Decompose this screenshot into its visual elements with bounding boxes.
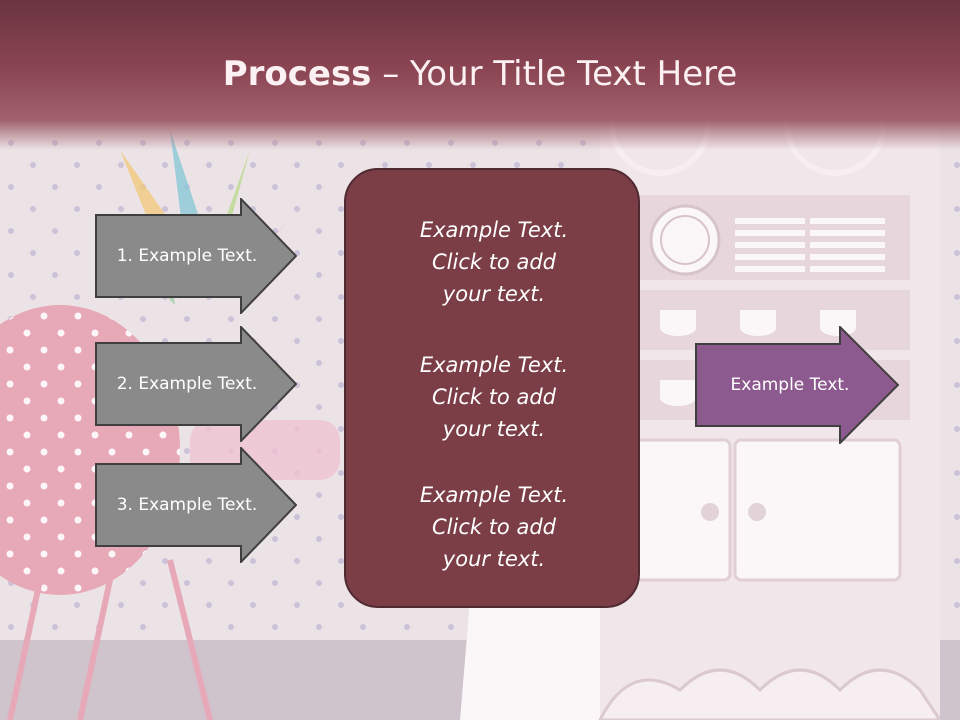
center-block-1-line3: your text. [442, 282, 546, 306]
left-arrow-2-label: 2. Example Text. [116, 374, 258, 394]
left-arrow-2-shape [95, 326, 297, 442]
right-arrow-label: Example Text. [730, 375, 850, 395]
title-bold: Process [222, 54, 372, 94]
center-block-2: Example Text. Click to add your text. [346, 349, 642, 445]
center-block-1: Example Text. Click to add your text. [346, 214, 642, 310]
center-block-3-line2: Click to add [431, 515, 556, 539]
right-arrow[interactable]: Example Text. [695, 326, 899, 444]
center-block-1-line2: Click to add [431, 250, 556, 274]
center-block-1-line1: Example Text. [419, 218, 569, 242]
center-block-2-line3: your text. [442, 417, 546, 441]
center-block-3-line1: Example Text. [419, 483, 569, 507]
right-arrow-shape [695, 326, 899, 444]
left-arrow-1-label: 1. Example Text. [116, 246, 258, 266]
title-band [0, 0, 960, 150]
left-arrow-3-label: 3. Example Text. [116, 495, 258, 515]
slide-title[interactable]: Process – Your Title Text Here [0, 54, 960, 94]
title-rest: – Your Title Text Here [371, 54, 738, 94]
left-arrow-1[interactable]: 1. Example Text. [95, 198, 297, 314]
left-arrow-3-shape [95, 447, 297, 563]
left-arrow-2[interactable]: 2. Example Text. [95, 326, 297, 442]
center-text-box[interactable]: Example Text. Click to add your text. Ex… [344, 168, 640, 608]
center-block-3-line3: your text. [442, 547, 546, 571]
center-block-3: Example Text. Click to add your text. [346, 479, 642, 575]
left-arrow-1-shape [95, 198, 297, 314]
center-block-2-line1: Example Text. [419, 353, 569, 377]
center-block-2-line2: Click to add [431, 385, 556, 409]
left-arrow-3[interactable]: 3. Example Text. [95, 447, 297, 563]
